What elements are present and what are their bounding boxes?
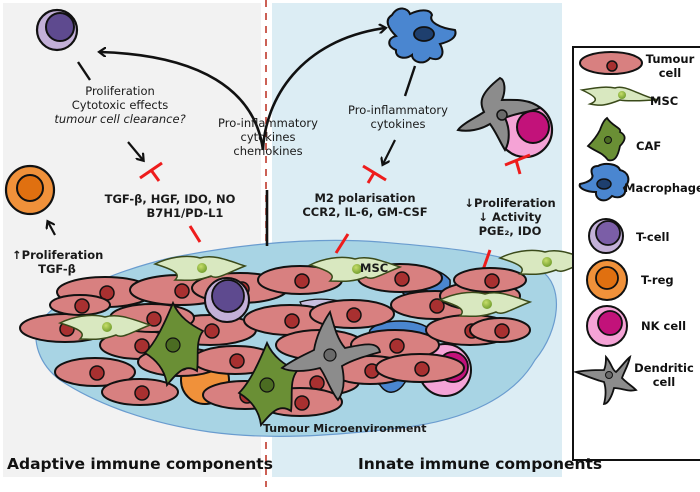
t-reg-icon <box>586 259 628 301</box>
center-label-line-3: chemokines <box>233 143 303 158</box>
inhibition-line-msc-macrophage <box>334 233 350 254</box>
innate-panel-title: Innate immune components <box>358 455 603 473</box>
t-reg-effect-proliferation: ↑Proliferation <box>12 248 104 262</box>
t-cell-effects-label: Proliferation Cytotoxic effects tumour c… <box>40 84 200 126</box>
dendritic-cell-icon <box>572 354 638 405</box>
nk-dc-effect-proliferation: ↓Proliferation <box>464 196 556 210</box>
legend-label-nk-cell: NK cell <box>641 319 687 333</box>
tme-tumour-nucleus <box>484 273 500 289</box>
arrow-to-macrophage <box>261 28 385 151</box>
macrophage-cytokines-line-1: Pro-inflammatory <box>348 103 448 117</box>
tumour-microenvironment-label: Tumour Microenvironment <box>263 422 427 435</box>
macrophage-effects-label: M2 polarisation CCR2, IL-6, GM-CSF <box>300 191 430 220</box>
t-cell-effect-proliferation: Proliferation <box>85 84 155 98</box>
inhibition-marker-macrophage <box>362 164 387 184</box>
t-reg-effects-label: ↑Proliferation TGF-β <box>12 248 104 277</box>
legend-label-macrophage: Macrophage <box>624 181 700 195</box>
tme-tumour-nucleus <box>294 273 310 289</box>
arrow-to-t-reg <box>48 222 56 236</box>
tme-tumour-nucleus <box>429 298 445 314</box>
tme-msc-nucleus <box>197 263 207 273</box>
legend-label-caf: CAF <box>636 139 662 153</box>
msc-icon <box>579 86 659 106</box>
nk-dc-effect-activity: ↓ Activity <box>478 209 542 224</box>
tme-tumour-nucleus <box>414 361 430 377</box>
tme-msc-nucleus <box>542 257 552 267</box>
adaptive-panel-title: Adaptive immune components <box>7 455 273 473</box>
tme-tumour-nucleus <box>174 283 190 299</box>
inhibition-line-msc-nk <box>481 249 492 271</box>
tme-msc-nucleus <box>482 299 492 309</box>
caf-icon <box>586 116 626 162</box>
tme-caf-nucleus <box>165 337 181 353</box>
msc-inhibitors-line-1: TGF-β, HGF, IDO, NO <box>104 192 236 206</box>
legend-icons <box>572 51 659 405</box>
tme-tumour-nucleus <box>229 353 245 369</box>
tme-t-cell-nucleus <box>211 279 245 313</box>
tme-tumour-nucleus <box>134 338 150 354</box>
center-label-line-2: cytokines <box>240 129 296 144</box>
tme-tumour-nucleus <box>204 323 220 339</box>
macrophage-connector <box>403 65 417 97</box>
center-label-line-1: Pro-inflammatory <box>218 116 318 130</box>
t-cell-icon <box>588 218 624 254</box>
t-reg-cell <box>4 164 56 216</box>
center-cytokines-label: Pro-inflammatory cytokines chemokines <box>188 116 348 158</box>
tme-msc-nucleus <box>102 322 112 332</box>
legend-label-t-reg: T-reg <box>641 273 674 287</box>
legend-label-t-cell: T-cell <box>636 230 670 244</box>
tme-tumour-nucleus <box>389 338 405 354</box>
t-reg-effect-tgf: TGF-β <box>38 261 76 276</box>
legend-box <box>572 46 700 461</box>
arrow-to-t-cell <box>100 52 265 151</box>
tumour-microenvironment-cells <box>19 249 593 428</box>
legend-label-msc: MSC <box>650 94 679 108</box>
macrophage-effect-m2: M2 polarisation <box>314 191 416 205</box>
macrophage-icon <box>578 162 630 202</box>
tme-tumour-nucleus <box>146 311 162 327</box>
tme-tumour-nucleus <box>294 395 310 411</box>
tme-tumour-nucleus <box>346 307 362 323</box>
dendritic-cell-top <box>456 76 542 152</box>
tme-tumour-nucleus <box>284 313 300 329</box>
macrophage-top <box>386 7 457 64</box>
arrow-to-macrophage-inhibition <box>383 139 396 164</box>
nk-dc-effects-label: ↓Proliferation ↓ Activity PGE₂, IDO <box>460 196 560 238</box>
macrophage-cytokines-label: Pro-inflammatory cytokines <box>338 103 458 132</box>
tme-dendritic-nucleus <box>323 348 337 362</box>
tme-msc-nucleus <box>352 264 362 274</box>
macrophage-effect-factors: CCR2, IL-6, GM-CSF <box>302 204 428 219</box>
t-cell-top <box>35 8 79 52</box>
nk-dc-effect-pge2: PGE₂, IDO <box>478 223 542 238</box>
t-cell-connector <box>77 61 91 81</box>
msc-tme-label: MSC <box>360 261 389 275</box>
tme-caf-nucleus <box>259 377 275 393</box>
tme-tumour-nucleus <box>394 271 410 287</box>
inhibition-marker-nk <box>504 153 531 175</box>
inhibition-marker-tcell <box>139 161 163 182</box>
t-cell-effect-clearance: tumour cell clearance? <box>54 111 186 126</box>
msc-inhibitors-label: TGF-β, HGF, IDO, NO B7H1/PD-L1 <box>95 192 245 221</box>
inhibition-line-msc-adaptive <box>188 225 202 243</box>
nk-cell-icon <box>586 305 628 347</box>
tme-tumour-nucleus <box>134 385 150 401</box>
macrophage-cytokines-line-2: cytokines <box>370 116 426 131</box>
msc-inhibitors-line-2: B7H1/PD-L1 <box>146 205 224 220</box>
tme-tumour-nucleus <box>89 365 105 381</box>
tme-tumour-nucleus <box>74 298 90 314</box>
t-cell-effect-cytotoxic: Cytotoxic effects <box>71 97 169 112</box>
arrow-to-tcell-inhibition <box>127 141 143 160</box>
tme-tumour-nucleus <box>494 323 510 339</box>
tumour-cell-icon <box>579 51 643 75</box>
